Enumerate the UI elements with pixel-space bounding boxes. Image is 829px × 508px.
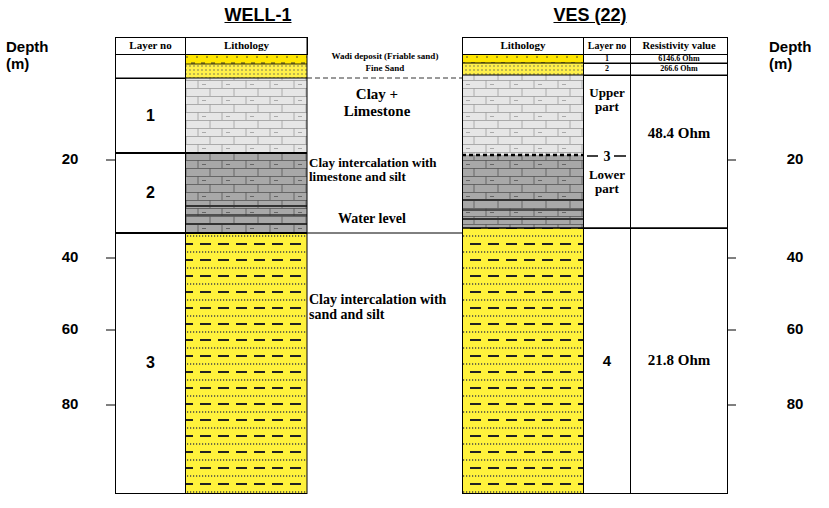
cell-text: Resistivity value (631, 40, 727, 51)
water-level-label: Water level (338, 211, 448, 226)
header-cell: Layer no (115, 37, 186, 55)
ves-column (462, 228, 583, 494)
ves-column (462, 209, 583, 211)
depth-ticks (727, 258, 736, 259)
layer-number-cell: 3 (115, 233, 186, 494)
ves-column (463, 38, 728, 494)
cell-text: Lithology (463, 40, 583, 52)
depth-ticks (727, 330, 736, 331)
unit-label: Clay intercalation with limestone and si… (309, 156, 447, 185)
header-cell: Resistivity value (630, 37, 728, 55)
ves-column (614, 155, 626, 157)
ves-column (462, 75, 583, 155)
header-cell: Layer no (583, 37, 631, 55)
cell-text: Lithology (186, 40, 307, 52)
cell-text: 48.4 Ohm (631, 126, 727, 142)
cell-text: 2 (584, 65, 630, 73)
layer-number-cell: 1 (115, 78, 186, 154)
well-column (115, 37, 307, 494)
depth-ticks (106, 258, 115, 259)
well-column (185, 78, 307, 153)
depth-ticks (106, 330, 115, 331)
cell-text: Lower part (584, 168, 630, 195)
cell-text: 4 (584, 353, 630, 369)
unit-label: Clay + Limestone (327, 86, 427, 119)
cell-text: 21.8 Ohm (631, 353, 727, 369)
header-cell: Lithology (185, 37, 308, 55)
ves-column (462, 218, 583, 220)
depth-ticks (106, 160, 115, 161)
cell-text: 1 (116, 108, 185, 125)
layer-number-cell: 2 (115, 153, 186, 234)
cell-text: 3 (584, 150, 630, 165)
cell-text: Layer no (116, 40, 185, 52)
unit-label: Fine Sand (309, 64, 461, 74)
depth-tick: 40 (780, 249, 810, 266)
well-column (185, 205, 307, 207)
axis-title: Depth (m) (6, 39, 62, 72)
well-column (185, 64, 307, 65)
column-title: VES (22) (530, 6, 650, 26)
cell-text: 266.6 Ohm (631, 65, 727, 73)
correlation-lines (307, 233, 462, 234)
cell-text: 3 (116, 355, 185, 372)
ves-column (462, 199, 583, 201)
depth-tick: 40 (55, 249, 85, 266)
header-cell: Lithology (462, 37, 584, 55)
well-column (116, 38, 308, 494)
depth-ticks (106, 160, 736, 405)
layer-number-cell: Upper part 3Lower part (583, 75, 631, 229)
depth-tick: 80 (55, 396, 85, 413)
cell-text: Upper part (584, 86, 630, 113)
ves-column (462, 63, 583, 75)
ves-column (462, 154, 583, 157)
layer-number-cell: 4 (583, 228, 631, 494)
depth-tick: 20 (55, 151, 85, 168)
well-column (185, 54, 307, 64)
well-column (185, 153, 307, 233)
cell-text: Layer no (584, 41, 630, 52)
depth-tick: 60 (55, 321, 85, 338)
well-column (185, 64, 307, 78)
well-column (185, 214, 307, 216)
resistivity-cell: 48.4 Ohm (630, 75, 728, 229)
depth-tick: 60 (780, 321, 810, 338)
well-column (185, 223, 307, 225)
ves-column (587, 155, 598, 157)
ves-column (462, 37, 728, 494)
depth-ticks (106, 405, 115, 406)
correlation-lines (307, 78, 462, 233)
unit-label: Wadi deposit (Friable sand) (309, 52, 461, 62)
cell-text: 2 (116, 185, 185, 202)
cell-text: 6146.6 Ohm (631, 55, 727, 63)
resistivity-cell: 21.8 Ohm (630, 228, 728, 494)
depth-tick: 80 (780, 396, 810, 413)
ves-column (462, 54, 583, 63)
cell-text: 1 (584, 55, 630, 63)
unit-label: Clay intercalation with sand and silt (309, 292, 457, 323)
column-title: WELL-1 (203, 6, 313, 26)
correlation-lines (307, 78, 462, 79)
depth-ticks (727, 405, 736, 406)
axis-title: Depth (m) (769, 39, 825, 72)
depth-ticks (727, 160, 736, 161)
depth-tick: 20 (780, 151, 810, 168)
well-column (185, 233, 307, 494)
ves-column (462, 155, 583, 228)
